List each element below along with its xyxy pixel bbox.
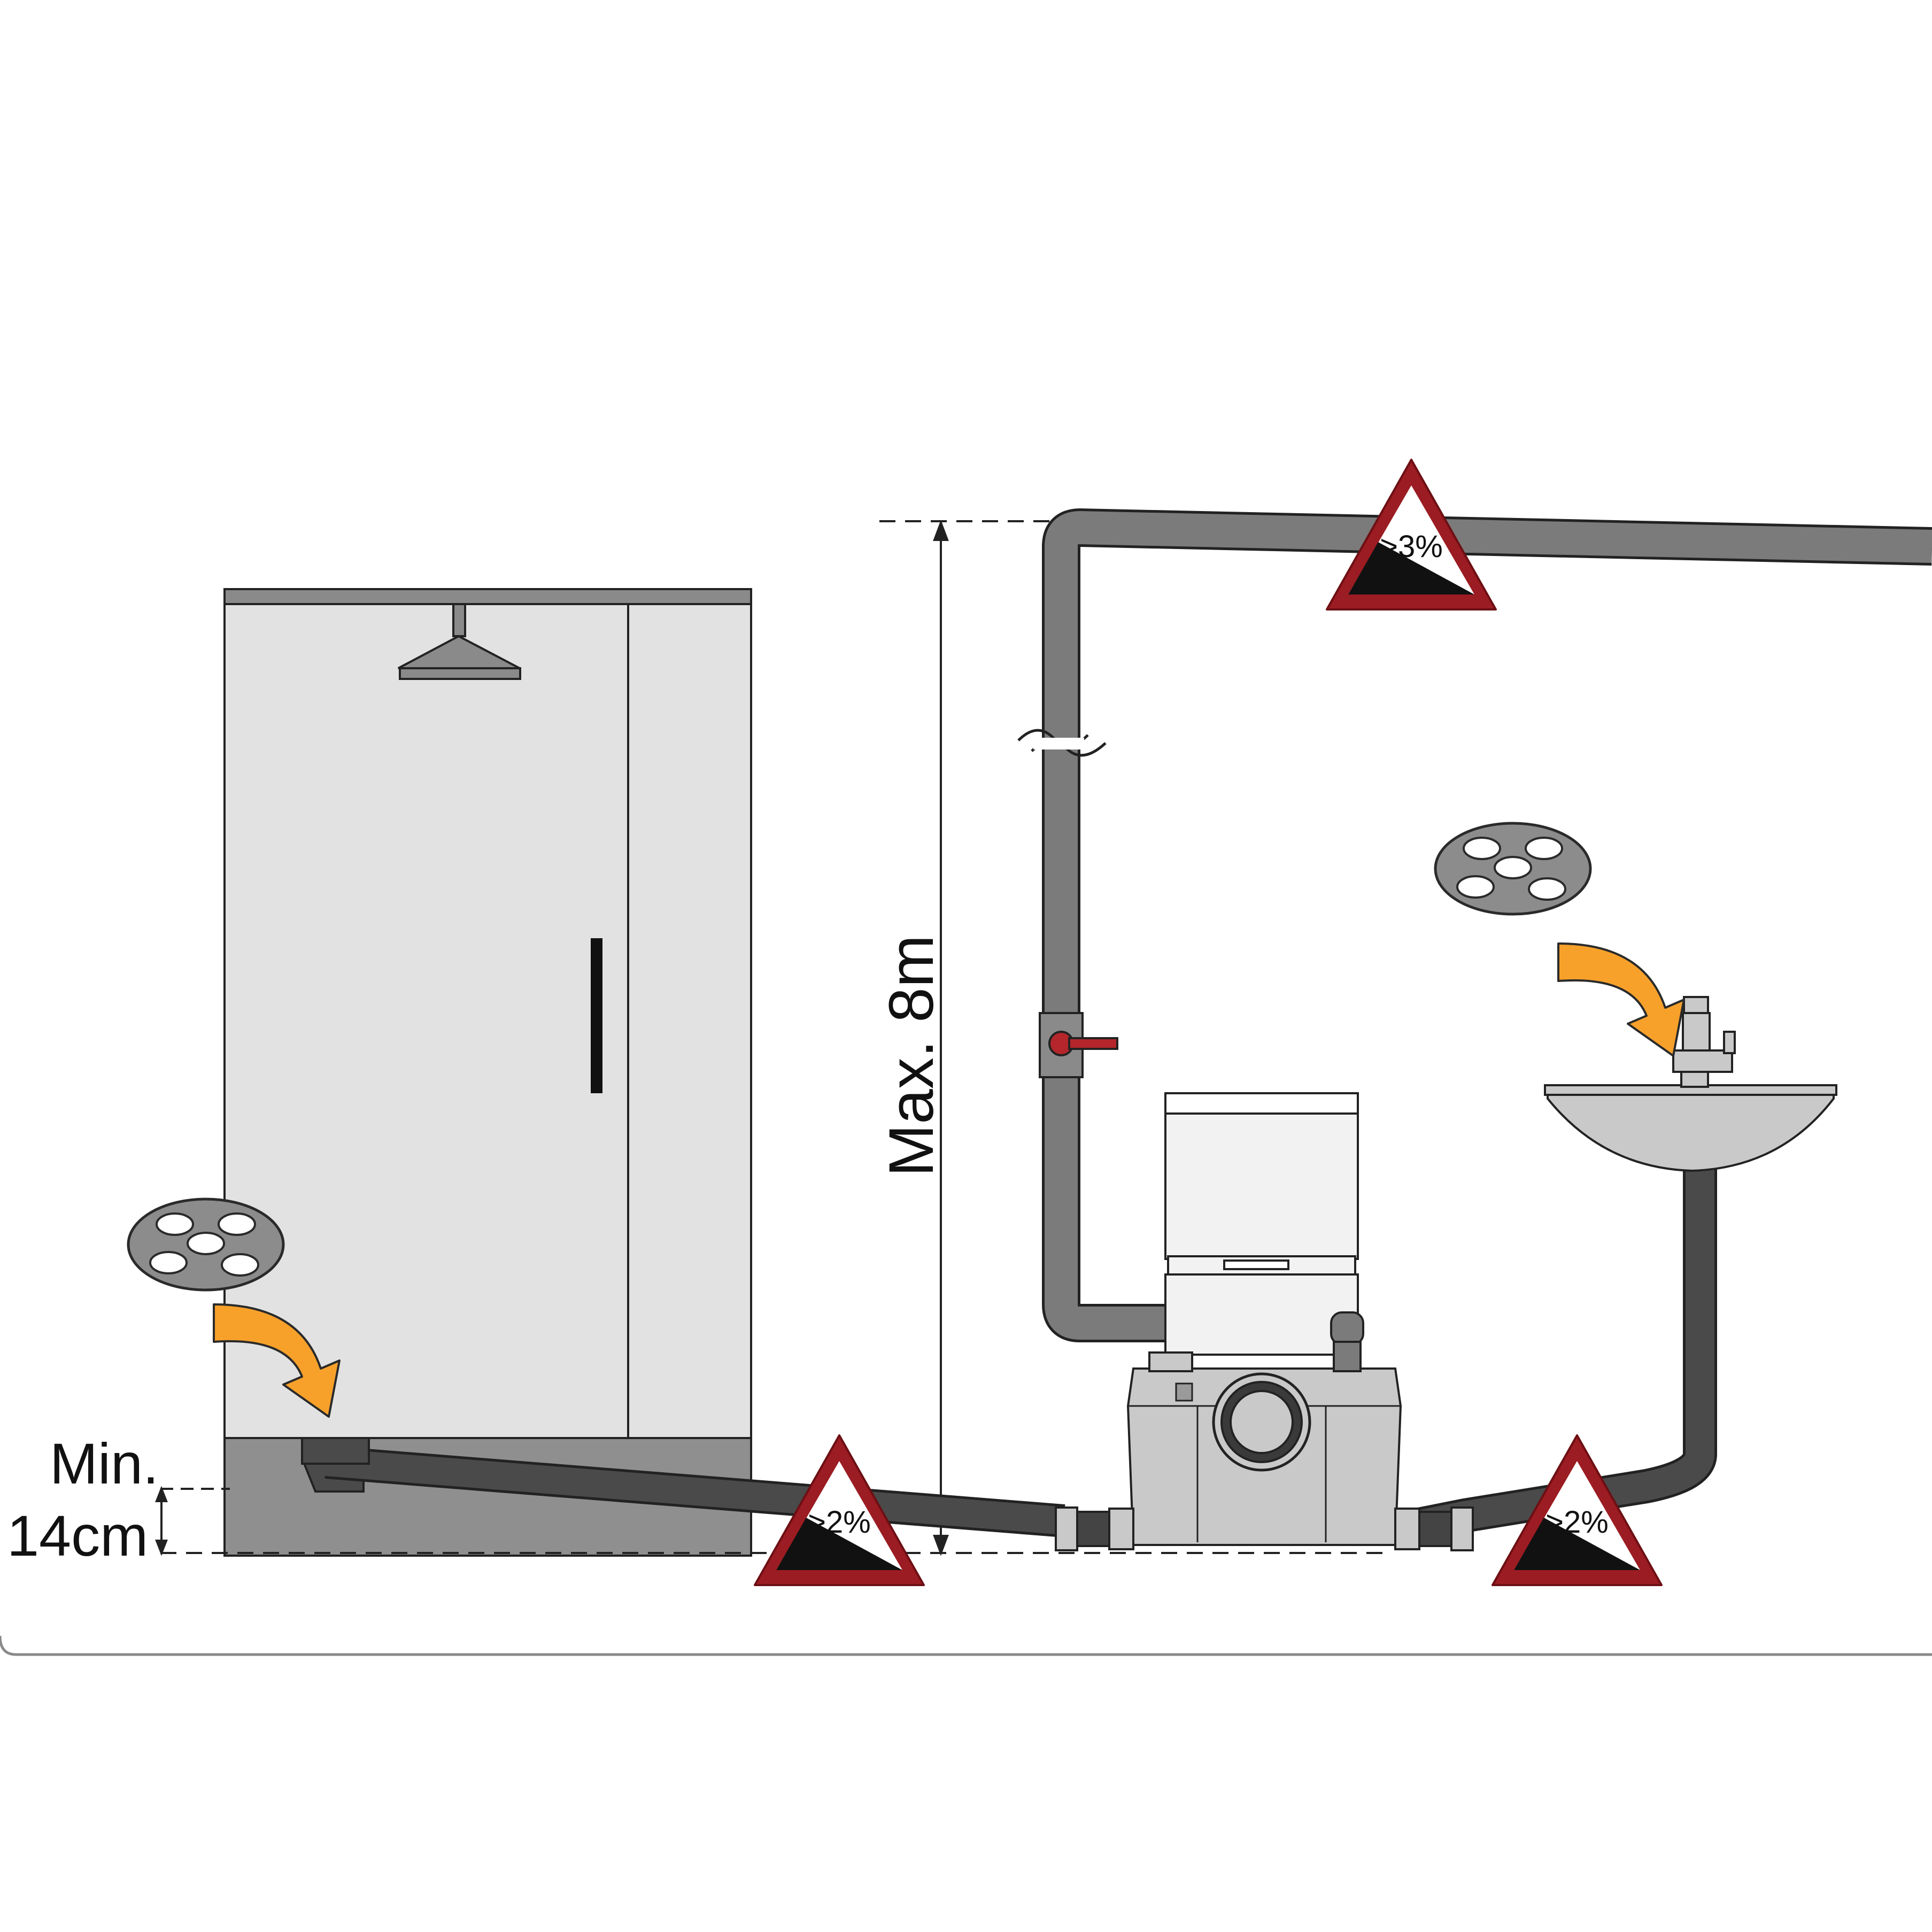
- min-value-label: 14cm: [7, 1503, 148, 1568]
- frame-line: [0, 1635, 1932, 1656]
- sink-icon: [1544, 1084, 1837, 1172]
- pump-unit-icon: [1126, 1092, 1402, 1546]
- filter-disc-icon: [128, 1199, 283, 1290]
- sink-slope-label: >2%: [1545, 1505, 1609, 1540]
- shower-waste-pipe: [301, 1437, 1065, 1537]
- ball-valve-icon: [1039, 1012, 1118, 1078]
- inlet-connector-right: [1394, 1506, 1474, 1551]
- min-label: Min.: [50, 1431, 159, 1496]
- shower-slope-label: >2%: [808, 1505, 871, 1540]
- discharge-pipe: [1017, 508, 1932, 1342]
- inlet-connector-left: [1055, 1506, 1134, 1551]
- dimension-lines: [155, 520, 1390, 1556]
- warning-triangle-icon: >2%: [754, 1434, 925, 1586]
- top-slope-label: >3%: [1380, 529, 1443, 564]
- warning-triangle-icon: >3%: [1326, 459, 1497, 610]
- shower-cabinet: [223, 588, 752, 1557]
- sink-waste-pipe: [1408, 1168, 1717, 1543]
- shower-head-icon: [398, 603, 521, 680]
- filter-disc-icon: [1435, 823, 1590, 914]
- max-height-label: Max. 8m: [876, 935, 947, 1177]
- faucet-icon: [1672, 996, 1736, 1088]
- curved-arrow-icon: [1557, 942, 1685, 1057]
- warning-triangle-icon: >2%: [1491, 1434, 1663, 1586]
